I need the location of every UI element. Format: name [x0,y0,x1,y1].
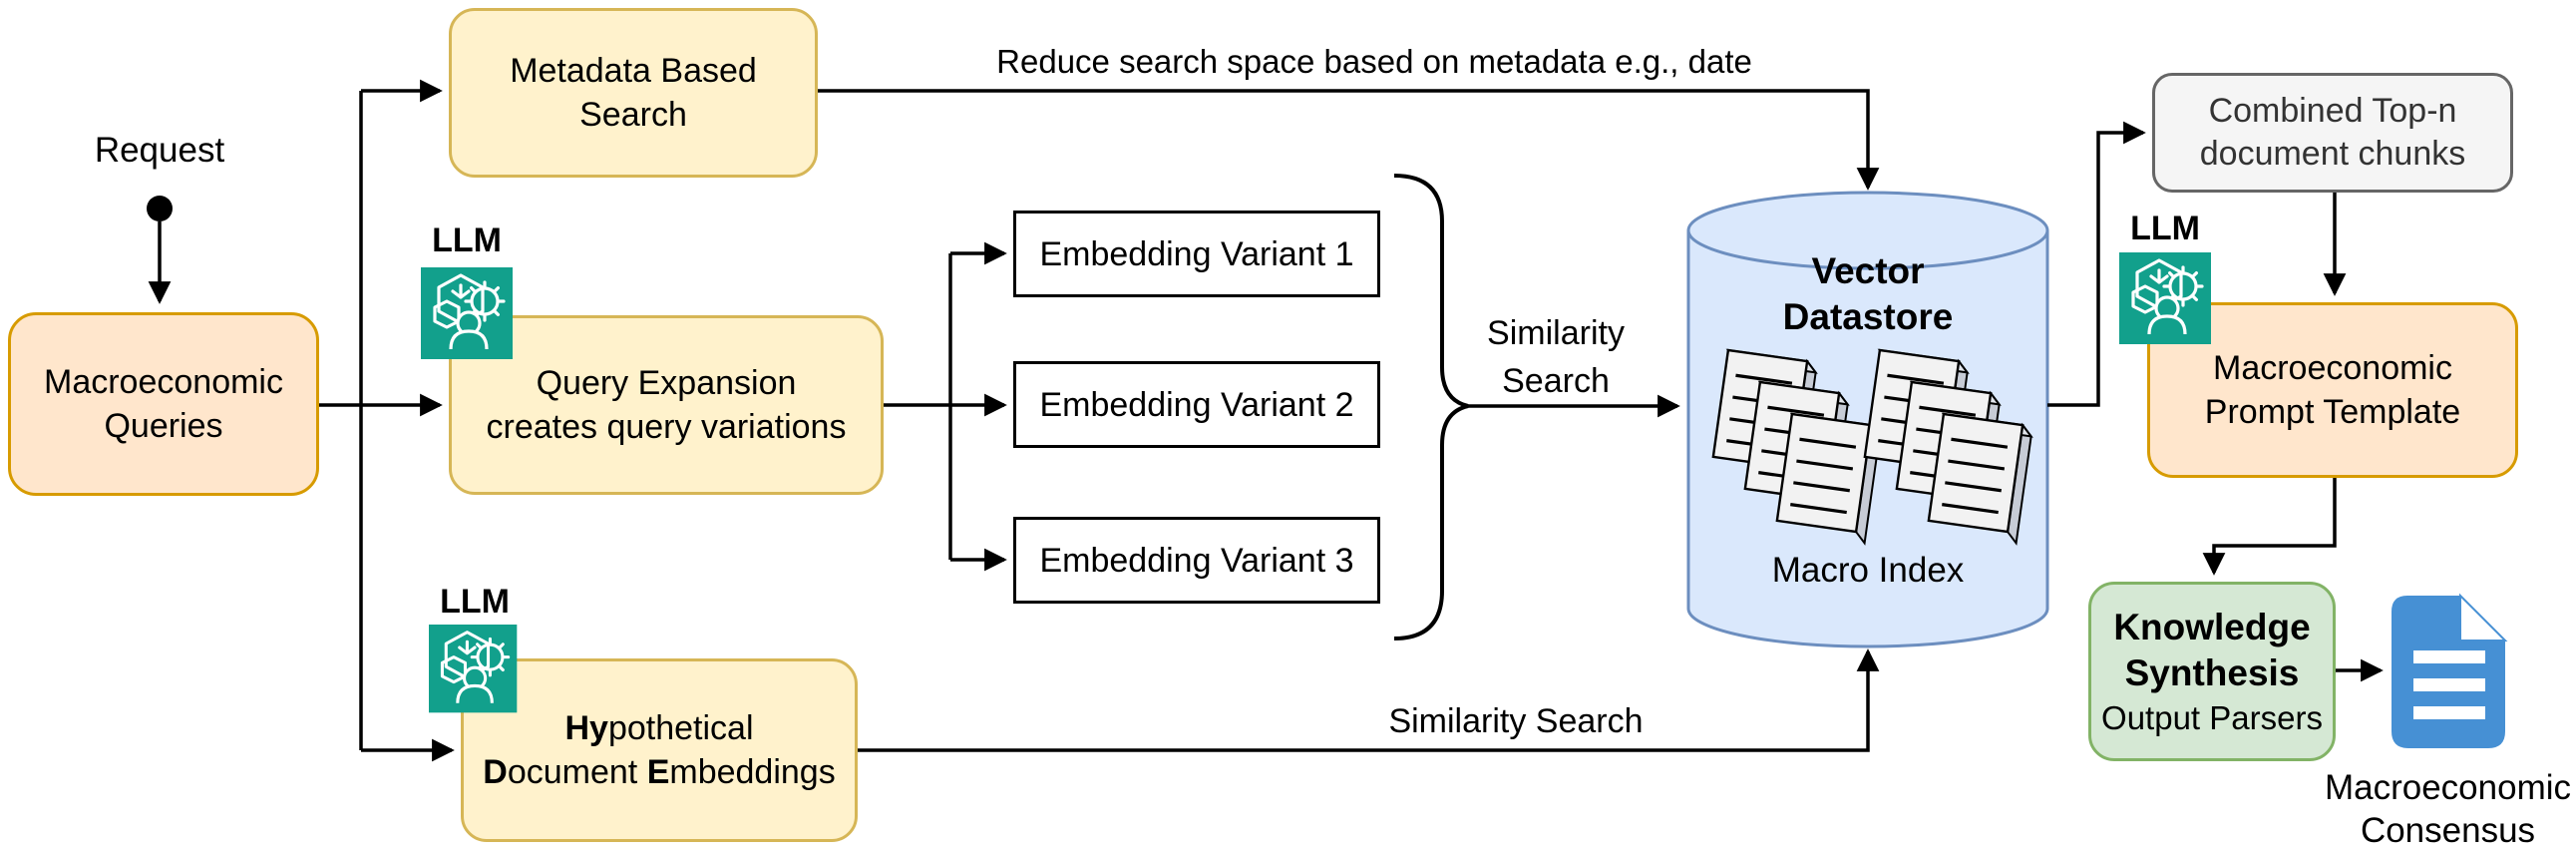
edge-datastore-to-combined [2047,121,2146,407]
node-label: Vector [1811,250,1925,291]
edge-query-expansion-to-variants [884,241,1007,572]
edge-label-line: Search [1502,362,1610,400]
request-start-edge [147,196,173,304]
edge-metadata-to-datastore [818,89,1880,191]
start-dot-icon [147,196,173,221]
node-label: Macroeconomic [2324,768,2572,807]
node-label: Combined Top-n [2208,92,2457,130]
node-label: Synthesis [2124,651,2300,693]
llm-label-prompt-template: LLM [2130,210,2200,247]
node-label: Macroeconomic [44,363,283,401]
node-embedding-variant-1: Embedding Variant 1 [1013,211,1380,297]
edge-prompt-to-knowledge [2202,478,2337,576]
llm-label-hyde: LLM [440,583,510,621]
request-label: Request [94,131,225,170]
node-sub-label: Output Parsers [2101,698,2323,736]
node-label: Prompt Template [2204,393,2461,431]
node-hypothetical-document-embeddings: Hypothetical Document Embeddings [461,658,858,842]
variants-brace [1393,174,1469,641]
node-metadata-based-search: Metadata Based Search [449,8,818,178]
vector-datastore-title: Vector Datastore [1738,247,1998,341]
node-label: Embedding Variant 2 [1039,385,1354,424]
vector-datastore-cylinder [1686,191,2049,648]
node-combined-top-n-chunks: Combined Top-n document chunks [2152,73,2513,193]
node-label: Embedding Variant 3 [1039,541,1354,580]
edge-label-similarity-search-mid: Similarity Search [1436,309,1675,405]
node-label: document chunks [2199,135,2466,173]
edge-label-similarity-search-bottom: Similarity Search [1388,702,1644,740]
node-label: Queries [104,407,223,445]
node-label: Consensus [2360,811,2536,850]
node-label: Query Expansion [536,364,797,402]
node-label: Search [579,96,687,134]
macroeconomic-consensus-label: Macroeconomic Consensus [2320,766,2576,852]
llm-label-query-expansion: LLM [432,221,502,259]
node-label: Datastore [1782,296,1954,337]
node-macroeconomic-prompt-template: Macroeconomic Prompt Template [2147,302,2518,478]
edge-hyde-to-datastore [858,648,1880,752]
node-label: Macroeconomic [2213,349,2452,387]
edge-queries-branches [319,79,455,762]
node-label: Hypothetical [564,709,754,747]
edge-label-line: Similarity [1487,314,1625,352]
node-macroeconomic-queries: Macroeconomic Queries [8,312,319,496]
node-label: Document Embeddings [483,753,836,791]
edge-label-reduce-search-space: Reduce search space based on metadata e.… [996,43,1752,80]
node-label: Knowledge [2113,606,2311,647]
node-query-expansion: Query Expansion creates query variations [449,315,884,495]
node-embedding-variant-2: Embedding Variant 2 [1013,361,1380,448]
macro-index-label: Macro Index [1771,551,1965,590]
node-label: Metadata Based [510,52,757,90]
node-embedding-variant-3: Embedding Variant 3 [1013,517,1380,604]
node-label: creates query variations [486,408,847,446]
node-knowledge-synthesis: Knowledge Synthesis Output Parsers [2088,582,2336,761]
node-label: Embedding Variant 1 [1039,234,1354,273]
